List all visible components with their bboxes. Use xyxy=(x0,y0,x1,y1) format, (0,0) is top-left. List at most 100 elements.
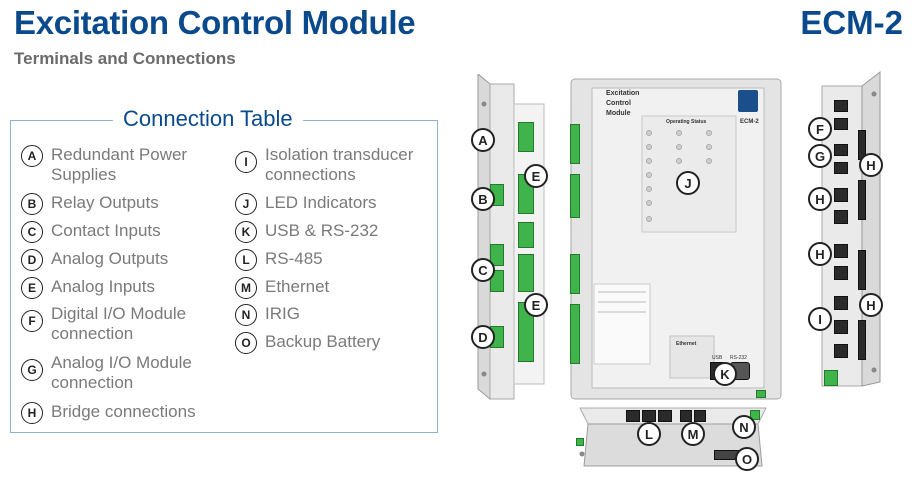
front-chassis xyxy=(570,78,782,400)
ethernet-port-icon xyxy=(694,410,706,422)
connector-port xyxy=(834,144,848,156)
callout-k: K xyxy=(713,362,737,386)
status-led xyxy=(646,144,652,150)
rs485-port-icon xyxy=(626,410,640,422)
connector-port xyxy=(834,188,848,202)
callout-h-1: H xyxy=(859,153,883,177)
callout-h-3: H xyxy=(808,242,832,266)
terminal-block xyxy=(576,438,584,446)
entry-o: O Backup Battery xyxy=(235,332,435,354)
status-led xyxy=(706,158,712,164)
model-name: ECM-2 xyxy=(800,4,903,41)
badge-e: E xyxy=(21,277,43,299)
status-led xyxy=(706,144,712,150)
front-name-line1: Excitation xyxy=(606,90,640,97)
entry-i-label: Isolation transducer connections xyxy=(265,145,414,184)
terminal-block xyxy=(518,122,534,152)
badge-b: B xyxy=(21,193,43,215)
callout-h-2: H xyxy=(808,187,832,211)
front-name-line2: Control xyxy=(606,100,631,107)
entry-f-label: Digital I/O Module connection xyxy=(51,304,187,343)
terminal-block xyxy=(570,124,580,164)
entry-h: H Bridge connections xyxy=(21,402,251,424)
terminal-block xyxy=(518,254,534,292)
connector-port xyxy=(834,344,848,358)
entry-a-label: Redundant Power Supplies xyxy=(51,145,188,184)
status-led xyxy=(676,158,682,164)
rs485-port-icon xyxy=(658,410,672,422)
connector-port xyxy=(858,250,866,290)
status-led xyxy=(676,130,682,136)
entry-l-label: RS-485 xyxy=(265,249,323,268)
callout-b: B xyxy=(471,187,495,211)
terminal-block xyxy=(570,254,580,294)
entry-g: G Analog I/O Module connection xyxy=(21,353,221,393)
callout-d: D xyxy=(471,325,495,349)
entry-l: L RS-485 xyxy=(235,249,435,271)
entry-b-label: Relay Outputs xyxy=(51,193,159,212)
status-led xyxy=(646,200,652,206)
badge-o: O xyxy=(235,332,257,354)
connector-port xyxy=(834,266,848,280)
connector-port xyxy=(834,296,848,310)
connector-port xyxy=(834,210,848,224)
status-header: Operating Status xyxy=(666,119,707,125)
entry-a: A Redundant Power Supplies xyxy=(21,145,221,185)
callout-l: L xyxy=(637,422,661,446)
entry-c: C Contact Inputs xyxy=(21,221,221,243)
badge-j: J xyxy=(235,193,257,215)
connection-table: Connection Table A Redundant Power Suppl… xyxy=(10,106,438,433)
callout-h-4: H xyxy=(859,293,883,317)
terminal-block xyxy=(824,370,838,386)
connector-port xyxy=(858,320,866,360)
callout-n: N xyxy=(732,415,756,439)
badge-f: F xyxy=(21,310,43,332)
irig-terminal xyxy=(750,410,760,420)
entry-o-label: Backup Battery xyxy=(265,332,381,351)
status-led xyxy=(646,130,652,136)
status-led xyxy=(646,158,652,164)
page-subtitle: Terminals and Connections xyxy=(14,49,236,68)
callout-f: F xyxy=(808,117,832,141)
callout-m: M xyxy=(681,422,705,446)
page-title: Excitation Control Module xyxy=(14,4,416,41)
terminal-block xyxy=(570,174,580,218)
entry-n: N IRIG xyxy=(235,304,435,326)
connector-port xyxy=(834,320,848,334)
entry-m-label: Ethernet xyxy=(265,277,330,296)
callout-e-upper: E xyxy=(524,164,548,188)
entry-e-label: Analog Inputs xyxy=(51,277,155,296)
callout-i: I xyxy=(808,307,832,331)
badge-c: C xyxy=(21,221,43,243)
callout-o: O xyxy=(735,447,759,471)
entry-g-label: Analog I/O Module connection xyxy=(51,353,192,392)
callout-j: J xyxy=(676,171,700,195)
front-name-line3: Module xyxy=(606,110,631,117)
badge-i: I xyxy=(235,151,257,173)
entry-d-label: Analog Outputs xyxy=(51,249,169,268)
entry-h-label: Bridge connections xyxy=(51,402,196,421)
entry-k: K USB & RS-232 xyxy=(235,221,435,243)
entry-f: F Digital I/O Module connection xyxy=(21,304,221,344)
badge-n: N xyxy=(235,304,257,326)
terminal-block xyxy=(490,244,504,266)
status-led xyxy=(646,172,652,178)
entry-c-label: Contact Inputs xyxy=(51,221,161,240)
badge-d: D xyxy=(21,249,43,271)
entry-m: M Ethernet xyxy=(235,277,435,299)
device-front-view: Excitation Control Module ECM-2 Operatin… xyxy=(570,78,782,400)
basler-logo-icon xyxy=(738,90,758,112)
device-left-side-view xyxy=(476,72,556,404)
connection-table-title: Connection Table xyxy=(113,106,303,132)
connector-port xyxy=(834,100,848,112)
badge-h: H xyxy=(21,402,43,424)
terminal-block xyxy=(756,390,766,398)
device-bottom-view xyxy=(574,404,770,470)
callout-g: G xyxy=(808,144,832,168)
entry-n-label: IRIG xyxy=(265,304,300,323)
ethernet-panel-label: Ethernet xyxy=(676,341,697,347)
connector-port xyxy=(834,162,848,174)
status-led xyxy=(646,216,652,222)
entry-j: J LED Indicators xyxy=(235,193,435,215)
connector-port xyxy=(858,180,866,220)
